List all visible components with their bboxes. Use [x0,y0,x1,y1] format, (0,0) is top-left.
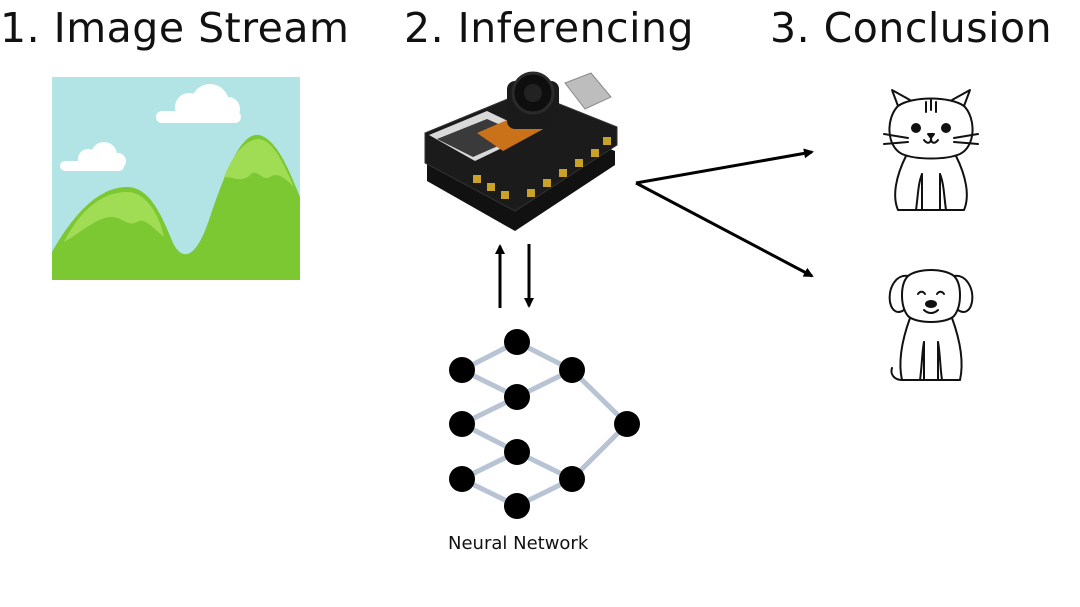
neural-network-label: Neural Network [448,533,589,554]
arrow-to-cat [635,148,814,185]
neural-network-edges [460,339,629,509]
cloud-small [60,142,126,171]
nn-node [449,411,475,437]
cat-icon [883,89,979,211]
nn-node [559,466,585,492]
nn-node [504,493,530,519]
dog-icon [888,269,974,381]
lens-center [524,84,542,102]
camera-board-image [424,71,618,231]
nn-node [449,357,475,383]
nn-node [504,329,530,355]
cloud-large [156,84,241,123]
step-2-heading: 2. Inferencing [404,4,694,52]
nn-node [504,384,530,410]
usb-c-port [564,72,612,110]
gold-pads [473,137,611,199]
landscape-image [52,77,300,280]
step-3-heading: 3. Conclusion [770,4,1053,52]
hill-highlight-left [64,192,164,242]
nn-node [504,439,530,465]
nn-node [614,411,640,437]
neural-network-nodes [449,329,640,519]
nn-node [449,466,475,492]
nn-node [559,357,585,383]
step-1-heading: 1. Image Stream [0,4,350,52]
hill-highlight-right [224,139,294,187]
arrow-to-dog [635,181,814,278]
